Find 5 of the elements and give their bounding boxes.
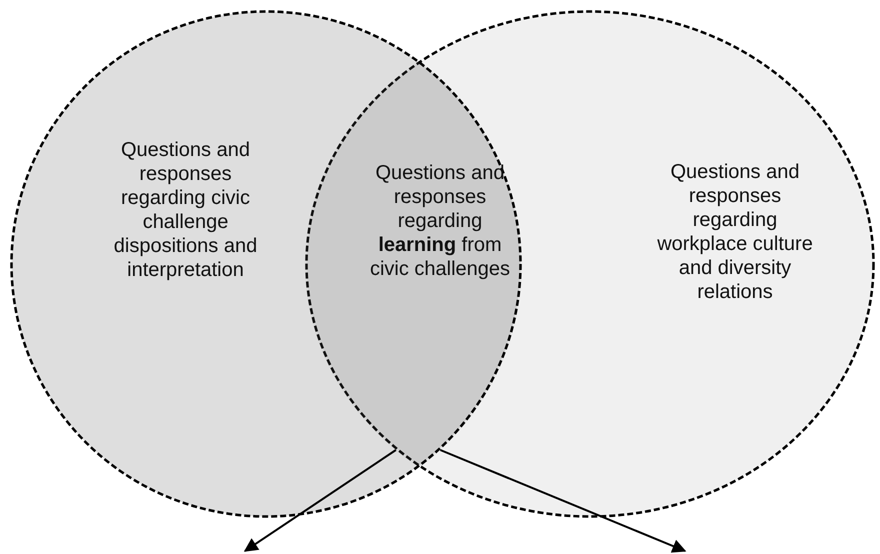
arrow xyxy=(440,449,686,553)
venn-label: Questions and responses regarding learning from civic challenges xyxy=(368,160,512,280)
venn-label: Questions and responses regarding civic challenge dispositions and interpretation xyxy=(112,138,258,282)
venn-label: Questions and responses regarding workplace culture and diversity relations xyxy=(656,160,814,304)
arrow xyxy=(244,449,396,552)
